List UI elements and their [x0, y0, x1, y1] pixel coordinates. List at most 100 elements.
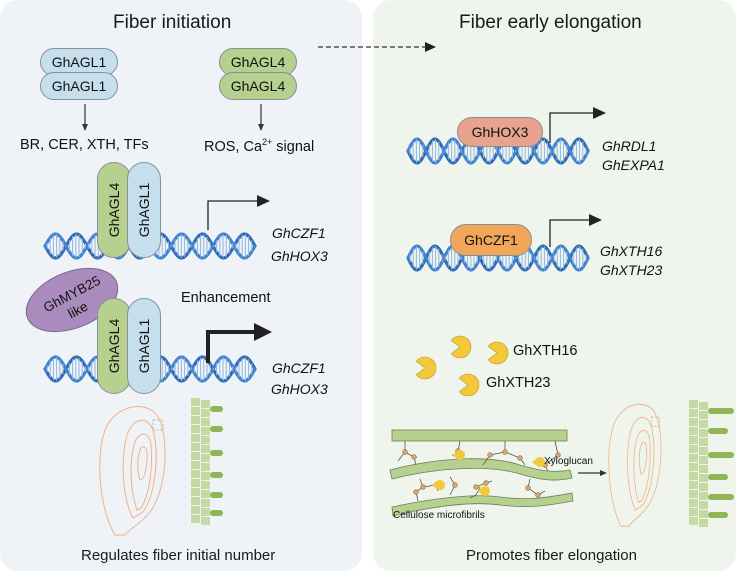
- agl4-targets: ROS, Ca2+ signal: [204, 137, 315, 155]
- ovule-contour-1: [122, 420, 157, 519]
- czf1-target-gene-2: GhXTH23: [600, 262, 663, 278]
- fiber-initial: [210, 510, 223, 516]
- xth-enzyme-icon: [487, 341, 509, 365]
- fiber-initial: [210, 406, 223, 412]
- epidermis-cell: [201, 517, 210, 525]
- epidermis-cell: [201, 436, 210, 444]
- ovule-illustration-left: [99, 406, 166, 536]
- xyloglucan-chain: [482, 441, 506, 466]
- xyloglucan-node: [420, 484, 426, 490]
- ovule-contour-3: [137, 446, 148, 481]
- epidermis-cell: [191, 452, 200, 460]
- xyloglucan-node: [555, 452, 561, 458]
- xyloglucan-node: [411, 454, 417, 460]
- epidermis-cell: [201, 418, 210, 426]
- epidermis-cell: [201, 481, 210, 489]
- xyloglucan-node: [452, 482, 458, 488]
- hox3-target-gene-2: GhEXPA1: [602, 157, 665, 173]
- epidermis-cell: [191, 488, 200, 496]
- fiber-initiation-footer: Regulates fiber initial number: [81, 547, 276, 564]
- epidermis-cell: [689, 436, 698, 444]
- heterodimer-agl4: GhAGL4: [97, 162, 131, 258]
- epidermis-cell: [699, 402, 708, 410]
- ovule-contour-0: [99, 406, 166, 536]
- xth-bound-icon: [532, 457, 545, 467]
- xyloglucan-node: [402, 449, 408, 455]
- xyloglucan-chain: [469, 486, 481, 499]
- xth-bound-icon: [432, 480, 445, 490]
- ovule-illustration-right: [608, 403, 662, 527]
- xyloglucan-node: [502, 449, 508, 455]
- epidermis-cells-left: [191, 398, 223, 525]
- epidermis-cell: [191, 407, 200, 415]
- epidermis-cell: [191, 425, 200, 433]
- ovule-contour-0: [608, 403, 662, 527]
- epidermis-cell: [191, 434, 200, 442]
- ovule-contour-2: [633, 429, 651, 504]
- epidermis-cell: [201, 472, 210, 480]
- complex-target-gene-1: GhCZF1: [272, 360, 326, 376]
- xyloglucan-node: [525, 485, 531, 491]
- epidermis-cell: [201, 508, 210, 516]
- cellulose-microfibril-bottom: [391, 492, 574, 517]
- epidermis-cell: [201, 499, 210, 507]
- epidermis-cell: [699, 474, 708, 482]
- xth-enzyme-icon: [458, 373, 480, 397]
- xyloglucan-chain: [544, 440, 559, 472]
- fiber-elongation-footer: Promotes fiber elongation: [466, 547, 637, 564]
- epidermis-cell: [699, 456, 708, 464]
- epidermis-cell: [201, 463, 210, 471]
- epidermis-cell: [699, 465, 708, 473]
- epidermis-cell: [689, 508, 698, 516]
- fiber-initial: [210, 426, 223, 432]
- epidermis-cells-right: [689, 400, 734, 527]
- fiber-elongation-title: Fiber early elongation: [459, 12, 642, 33]
- xth16-label: GhXTH16: [513, 343, 578, 359]
- epidermis-cell: [699, 429, 708, 437]
- epidermis-cell: [699, 519, 708, 527]
- heterodimer-target-gene-1: GhCZF1: [272, 225, 326, 241]
- epidermis-cell: [689, 445, 698, 453]
- epidermis-cell: [191, 497, 200, 505]
- fiber-initial: [708, 452, 734, 458]
- czf1-target-gene-1: GhXTH16: [600, 243, 663, 259]
- xth-enzyme-icon: [450, 335, 472, 359]
- agl4-homodimer-bottom: GhAGL4: [219, 72, 297, 100]
- epidermis-cell: [191, 506, 200, 514]
- epidermis-cell: [191, 443, 200, 451]
- epidermis-cell: [201, 490, 210, 498]
- cellulose-microfibril-top: [391, 429, 568, 442]
- zoom-box-icon: [152, 419, 164, 431]
- complex-target-gene-2: GhHOX3: [271, 381, 328, 397]
- epidermis-cell: [201, 400, 210, 408]
- enhancement-label: Enhancement: [181, 290, 271, 306]
- xth-bound-icon: [452, 450, 465, 460]
- fiber-initial: [708, 408, 734, 414]
- epidermis-cell: [191, 515, 200, 523]
- epidermis-cell: [191, 470, 200, 478]
- ovule-contour-2: [130, 433, 152, 511]
- epidermis-cell: [689, 490, 698, 498]
- heterodimer-target-gene-2: GhHOX3: [271, 248, 328, 264]
- epidermis-cell: [689, 427, 698, 435]
- xth-enzyme-icon: [415, 356, 437, 380]
- xyloglucan-node: [487, 452, 493, 458]
- fiber-initial: [210, 492, 223, 498]
- xyloglucan-chain: [415, 478, 424, 502]
- complex-agl1: GhAGL1: [127, 298, 161, 394]
- epidermis-cell: [699, 411, 708, 419]
- epidermis-cell: [191, 461, 200, 469]
- ovule-contour-3: [638, 441, 648, 475]
- fiber-initial: [210, 450, 223, 456]
- epidermis-cell: [201, 454, 210, 462]
- xyloglucan-chain: [504, 451, 521, 459]
